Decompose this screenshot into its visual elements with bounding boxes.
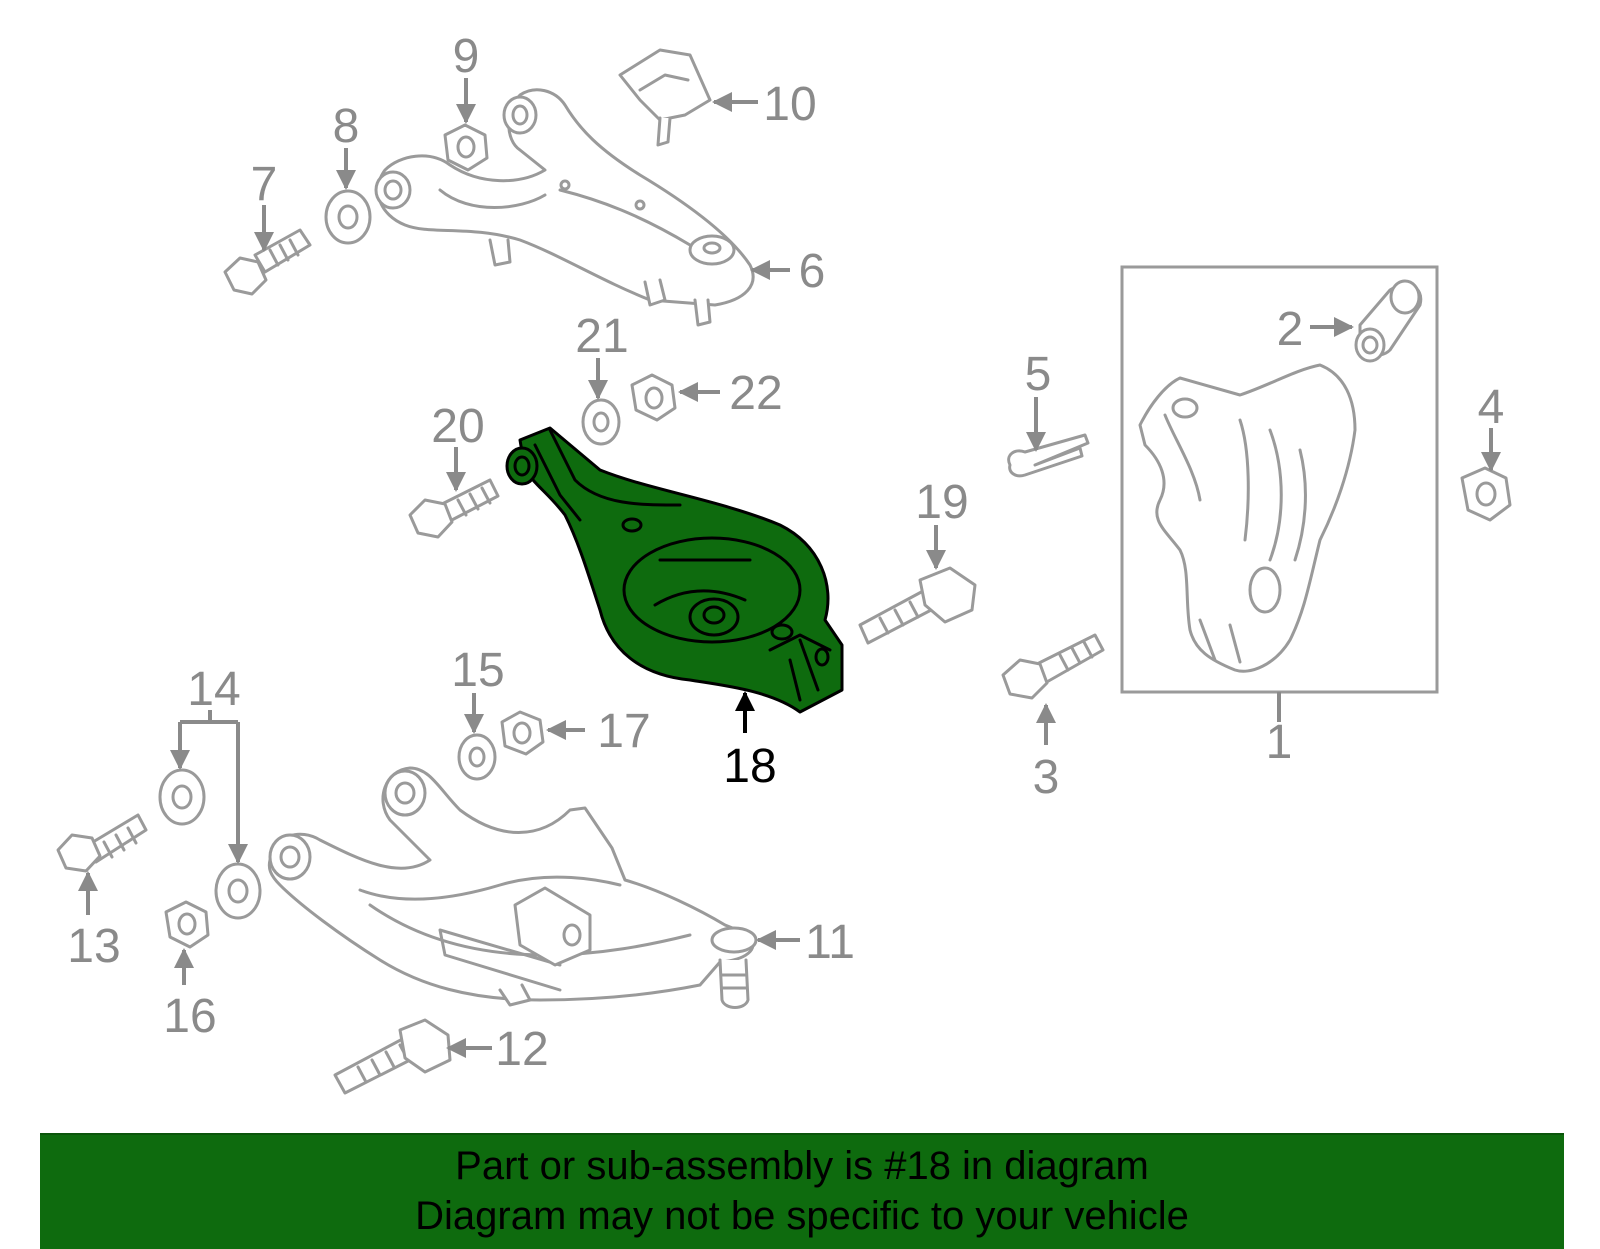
nut-part-4 xyxy=(1460,466,1512,522)
bolt-part-19 xyxy=(858,566,977,645)
callout-9: 9 xyxy=(453,30,480,83)
callout-1: 1 xyxy=(1266,716,1293,769)
bolt-part-3 xyxy=(1001,633,1105,700)
upper-control-arm-part-6 xyxy=(374,88,755,327)
callout-2: 2 xyxy=(1277,303,1304,356)
washer-part-14a xyxy=(158,768,206,826)
washer-part-8 xyxy=(324,189,372,245)
bolt-part-12 xyxy=(333,1018,452,1095)
callout-labels: 1 2 3 4 5 6 7 8 9 10 11 12 13 14 15 16 1… xyxy=(67,30,1504,1076)
leader-14 xyxy=(178,710,240,860)
callout-16: 16 xyxy=(163,990,216,1043)
banner-line-2: Diagram may not be specific to your vehi… xyxy=(415,1194,1189,1238)
lower-control-arm-part-11 xyxy=(267,766,758,1009)
nut-part-9 xyxy=(443,123,489,172)
callout-11: 11 xyxy=(805,916,855,969)
callout-6: 6 xyxy=(799,245,826,298)
callout-19: 19 xyxy=(915,476,968,529)
callout-10: 10 xyxy=(763,78,816,131)
nut-part-17 xyxy=(500,710,545,756)
washer-part-21 xyxy=(581,398,621,446)
nut-part-16 xyxy=(164,900,210,949)
nut-part-22 xyxy=(630,373,677,422)
callout-20: 20 xyxy=(431,400,484,453)
callout-12: 12 xyxy=(495,1023,548,1076)
leader-lines xyxy=(78,78,1501,1058)
callout-22: 22 xyxy=(729,367,782,420)
callout-13: 13 xyxy=(67,920,120,973)
callout-3: 3 xyxy=(1033,751,1060,804)
callout-5: 5 xyxy=(1025,348,1052,401)
lower-link-part-18 xyxy=(505,426,844,714)
bracket-part-10 xyxy=(618,48,712,147)
callout-8: 8 xyxy=(333,100,360,153)
callout-4: 4 xyxy=(1478,381,1505,434)
washer-part-14b xyxy=(214,862,262,920)
knuckle-part-1 xyxy=(1138,363,1357,673)
callout-17: 17 xyxy=(597,705,650,758)
banner-line-1: Part or sub-assembly is #18 in diagram xyxy=(455,1144,1149,1188)
callout-7: 7 xyxy=(251,158,278,211)
callout-15: 15 xyxy=(451,644,504,697)
washer-part-15 xyxy=(457,733,497,781)
callout-14: 14 xyxy=(187,663,240,716)
callout-18: 18 xyxy=(723,740,776,793)
cotter-pin-part-5 xyxy=(1007,433,1090,478)
callout-21: 21 xyxy=(575,310,628,363)
bolt-part-13 xyxy=(56,813,148,873)
bolt-part-7 xyxy=(223,228,312,296)
bolt-part-20 xyxy=(408,478,500,539)
info-banner: Part or sub-assembly is #18 in diagram D… xyxy=(40,1133,1564,1249)
bushing-part-2 xyxy=(1354,279,1423,363)
